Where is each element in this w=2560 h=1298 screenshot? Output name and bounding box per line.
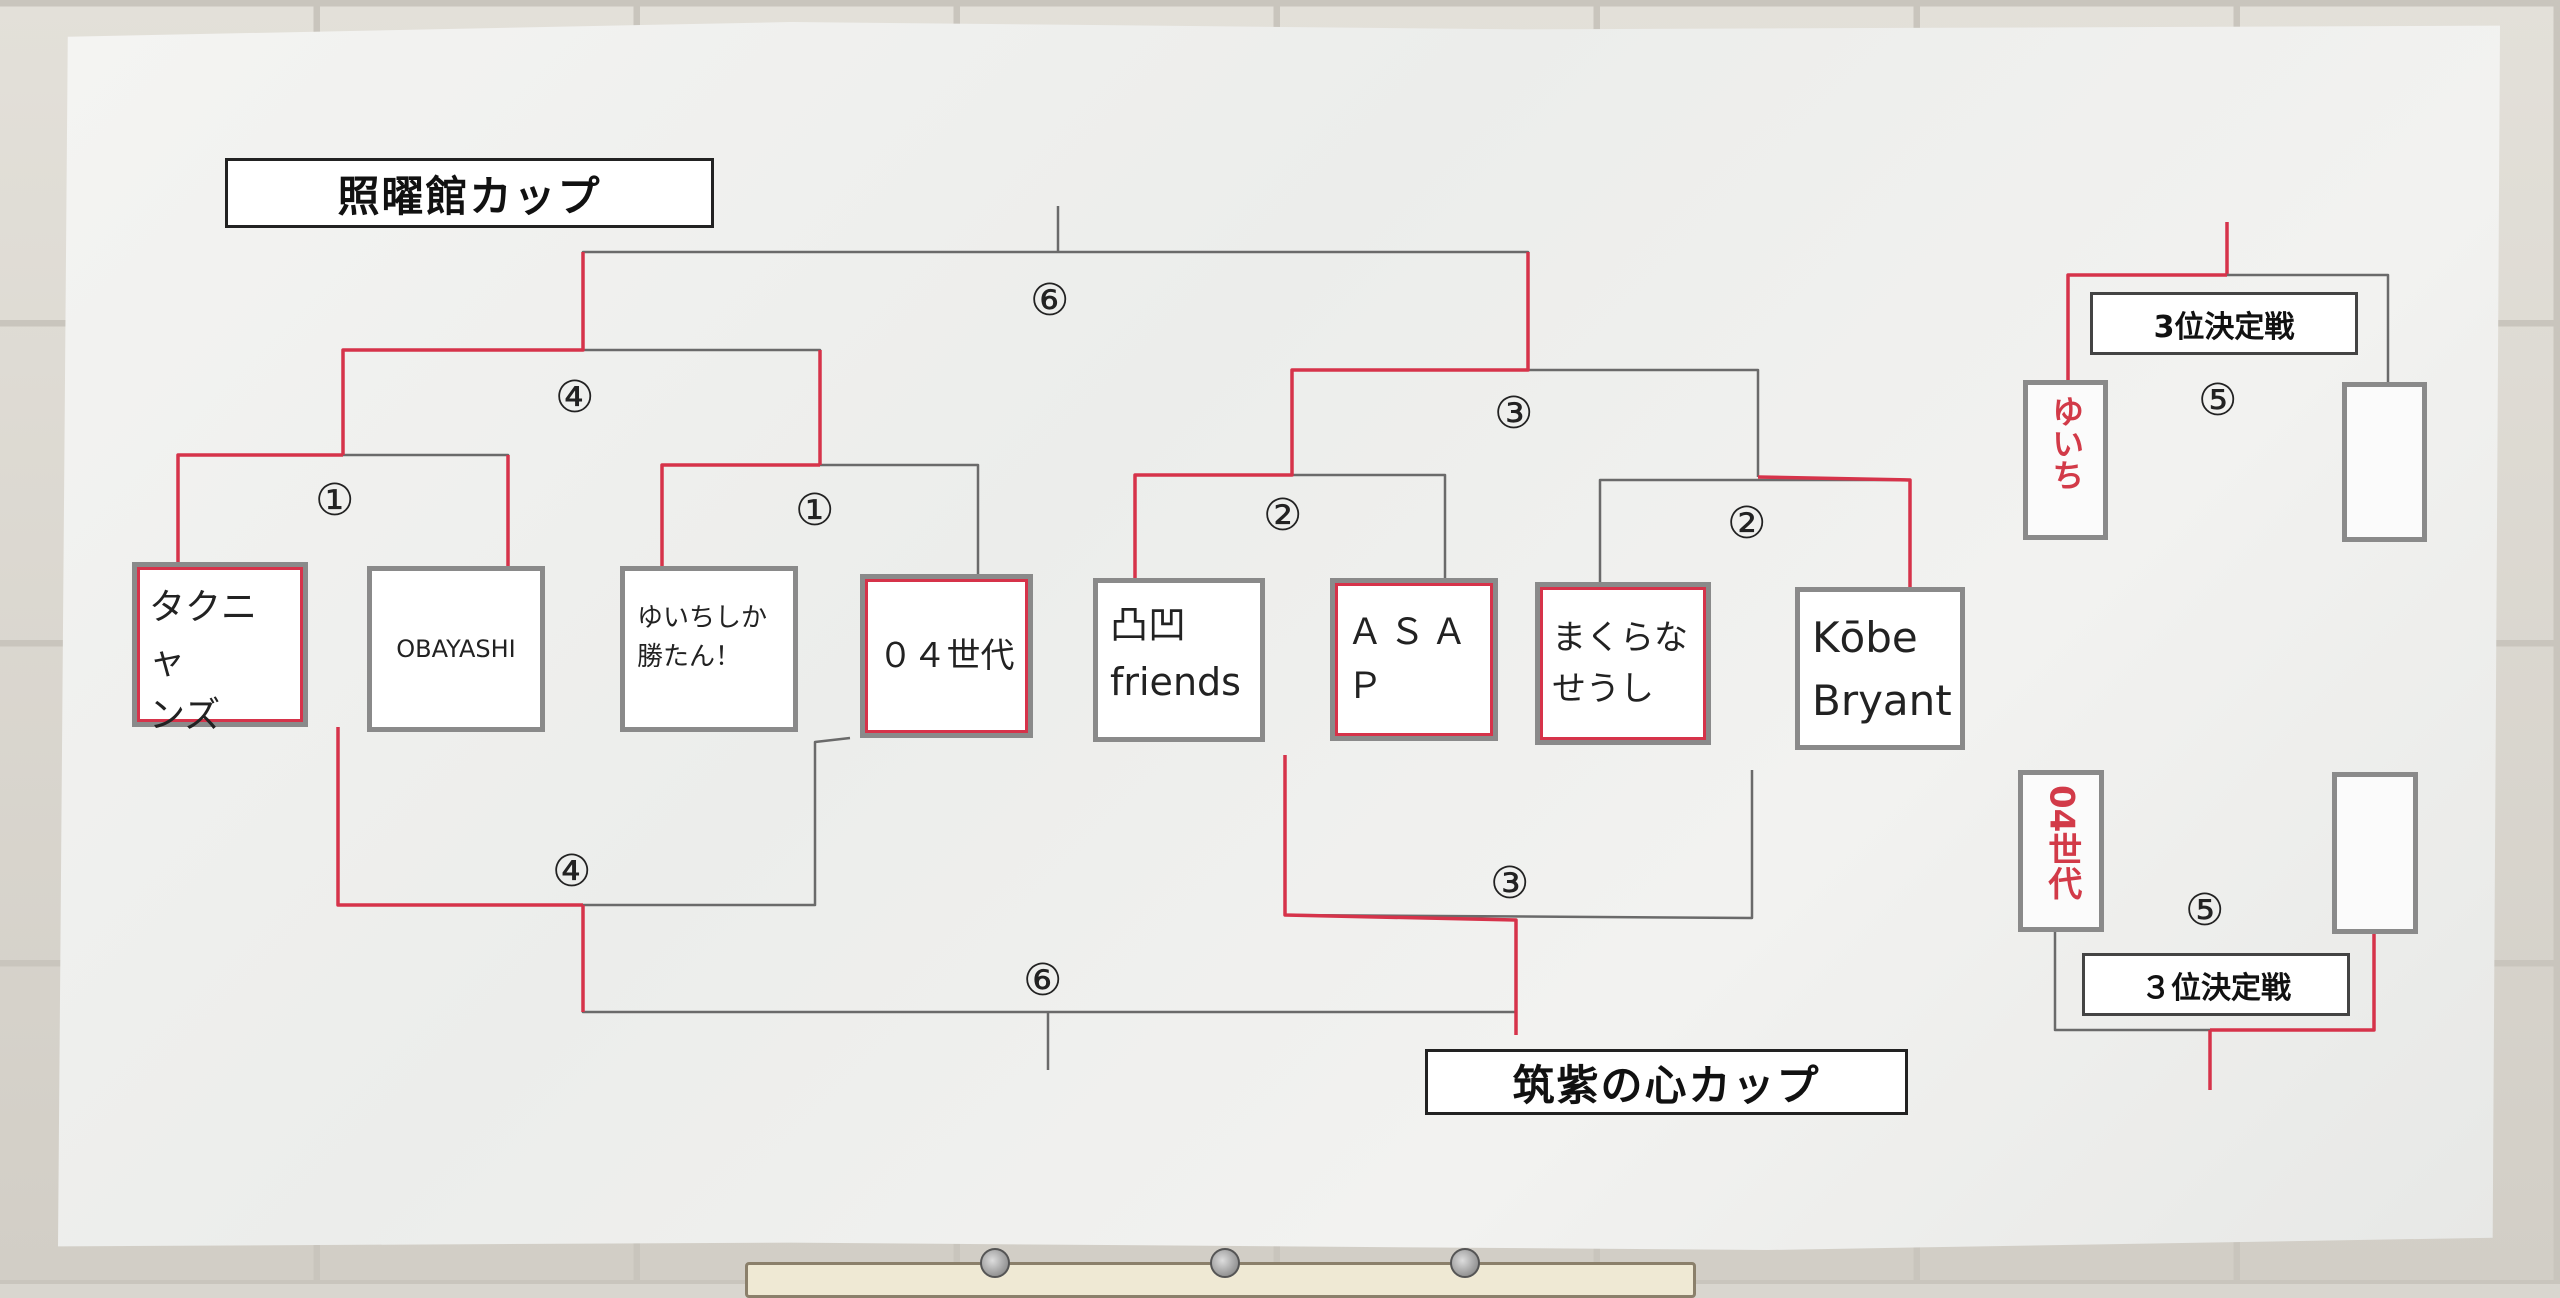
match-number-top-final: ⑥ xyxy=(1030,275,1070,326)
match-number-third-bottom: ⑤ xyxy=(2185,885,2225,936)
winner-path-r1-a xyxy=(176,453,343,562)
third-bottom-right-team xyxy=(2332,772,2418,934)
third-bottom-left-team: 04世代 xyxy=(2018,770,2104,932)
team-label-8: Kōbe Bryant xyxy=(1812,612,1952,725)
winner-path-semi-left xyxy=(341,252,585,455)
team-label-1: タクニャ ンズ xyxy=(149,587,258,736)
match-number-bottom-semi-right: ③ xyxy=(1490,858,1530,909)
team-box-1: タクニャ ンズ xyxy=(132,562,308,736)
team-label-6: ＡＳＡＰ xyxy=(1347,611,1474,707)
match-number-bottom-final: ⑥ xyxy=(1023,955,1063,1006)
bottom-tournament-title: 筑紫の心カップ xyxy=(1425,1049,1908,1115)
third-top-left-team: ゆいち xyxy=(2023,380,2108,540)
third-bottom-winner-path xyxy=(2210,934,2376,1032)
team-label-5: 凸凹 friends xyxy=(1110,603,1241,704)
third-top-right-team xyxy=(2342,382,2427,542)
third-top-left-team-label: ゆいち xyxy=(2047,395,2086,491)
team-label-7: まくらな せうし xyxy=(1552,617,1688,709)
third-place-label-top: 3位決定戦 xyxy=(2090,292,2358,355)
third-bottom-left-team-label: 04世代 xyxy=(2041,785,2082,901)
winner-path-bottom-left xyxy=(336,727,583,907)
winner-path-r1-b-left xyxy=(660,463,820,566)
winner-path-r1-d xyxy=(1757,475,1912,587)
match-number-third-top: ⑤ xyxy=(2198,375,2238,426)
match-number-bottom-semi-left: ④ xyxy=(552,846,592,897)
magnet-clip xyxy=(1450,1248,1480,1278)
match-number-top-r1-b: ① xyxy=(795,485,835,536)
bottom-semi-left-bracket xyxy=(336,727,851,907)
team-box-2: OBAYASHI xyxy=(367,566,545,732)
top-tournament-title: 照曜館カップ xyxy=(225,158,714,228)
team-box-3: ゆいちしか 勝たん！ xyxy=(620,566,798,732)
match-number-top-r1-d: ② xyxy=(1727,498,1767,549)
magnet-clip xyxy=(1210,1248,1240,1278)
team-box-8: Kōbe Bryant xyxy=(1795,587,1965,750)
team-box-4: ０４世代 xyxy=(860,574,1033,738)
team-label-2: OBAYASHI xyxy=(396,635,516,663)
team-box-7: まくらな せうし xyxy=(1535,582,1711,745)
winner-path-bottom-right xyxy=(1283,755,1518,1035)
team-label-3: ゆいちしか 勝たん！ xyxy=(637,603,768,672)
match-number-top-r1-a: ① xyxy=(315,475,355,526)
match-number-top-semi-left: ④ xyxy=(555,372,595,423)
team-box-6: ＡＳＡＰ xyxy=(1330,578,1498,741)
third-top-winner-path xyxy=(2066,273,2227,380)
match-number-top-r1-c: ② xyxy=(1263,490,1303,541)
magnet-clip xyxy=(980,1248,1010,1278)
team-label-4: ０４世代 xyxy=(878,635,1015,676)
winner-path-semi-right xyxy=(1133,252,1530,578)
match-number-top-semi-right: ③ xyxy=(1494,388,1534,439)
team-box-5: 凸凹 friends xyxy=(1093,578,1265,742)
third-place-label-bottom: ３位決定戦 xyxy=(2082,953,2350,1016)
